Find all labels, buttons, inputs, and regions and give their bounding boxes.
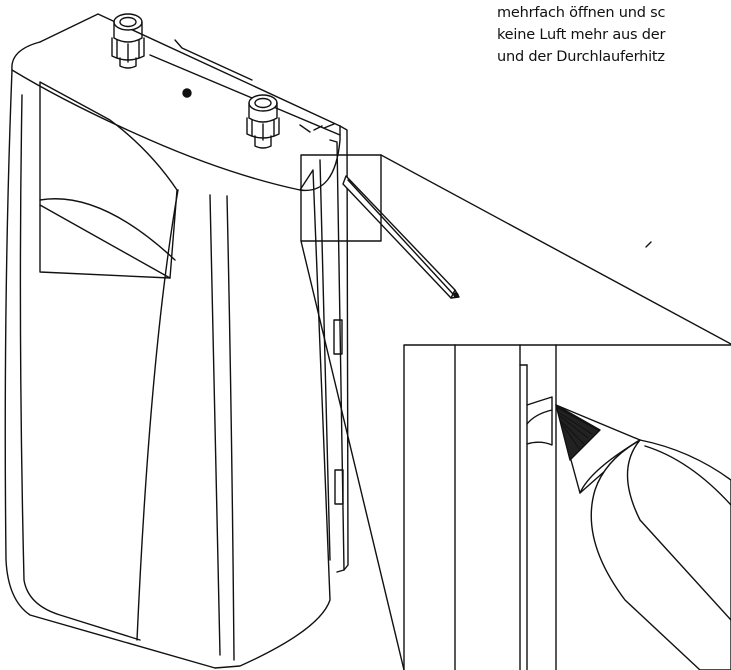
faceplate-window-line — [39, 204, 171, 279]
lid-back-edge — [39, 13, 341, 127]
rear-slot-1 — [333, 319, 343, 355]
pencil-body — [590, 439, 731, 670]
instruction-line-2: keine Luft mehr aus der — [497, 27, 666, 43]
pencil-small — [342, 175, 460, 299]
front-divider — [136, 189, 179, 641]
stray-mark — [645, 241, 652, 248]
water-heater-body — [4, 13, 349, 669]
lid-left-corner — [11, 41, 41, 71]
instruction-text: mehrfach öffnen und sc keine Luft mehr a… — [497, 2, 731, 68]
rear-slot-2 — [334, 469, 344, 505]
zoom-leader-top — [380, 154, 731, 345]
vent-notch — [526, 396, 553, 446]
detail-marker-box — [300, 154, 382, 242]
zoom-leader-bottom — [300, 240, 405, 670]
rear-panel-edge — [339, 125, 349, 571]
water-connector-right — [246, 94, 280, 149]
lid-front-curve — [11, 69, 341, 192]
zoom-frame — [403, 344, 731, 670]
lid-inner-edge — [149, 54, 341, 136]
lid-screw — [182, 88, 192, 98]
body-left-profile — [4, 69, 216, 669]
lid-step — [174, 39, 253, 81]
lid-notches — [299, 123, 335, 133]
body-groove-left — [19, 94, 141, 641]
instruction-line-3: und der Durchlauferhitz — [497, 49, 665, 65]
water-connector-left — [111, 13, 145, 69]
pencil-lead — [555, 404, 601, 461]
instruction-line-1: mehrfach öffnen und sc — [497, 5, 666, 21]
side-right-curve — [214, 169, 331, 669]
faceplate-window-curve — [39, 198, 176, 261]
side-edge-2 — [226, 195, 235, 661]
zoom-detail-view — [403, 344, 731, 670]
front-faceplate — [39, 81, 178, 279]
side-edge-1 — [209, 194, 221, 656]
side-right-edge — [319, 159, 331, 561]
rear-strip — [329, 139, 345, 573]
